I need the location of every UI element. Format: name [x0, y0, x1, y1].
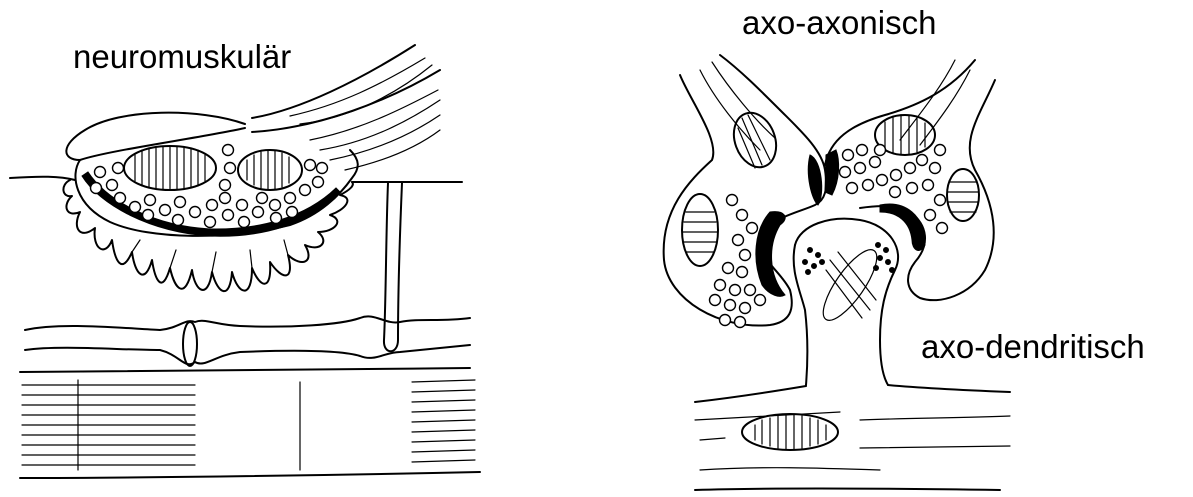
- central-synapses: [664, 55, 1010, 490]
- presynaptic-bouton-left: [664, 55, 826, 328]
- t-tubule: [384, 183, 402, 351]
- dendritic-shaft: [695, 385, 1010, 490]
- neuromuscular-junction: [10, 45, 480, 478]
- muscle-membrane: [10, 177, 75, 180]
- myofibril: [20, 368, 480, 478]
- mitochondrion: [124, 146, 216, 190]
- sarcoplasmic-reticulum: [25, 316, 470, 330]
- presynaptic-bouton-right: [825, 60, 995, 300]
- mitochondrion: [238, 150, 302, 190]
- dendritic-spine: [794, 219, 898, 385]
